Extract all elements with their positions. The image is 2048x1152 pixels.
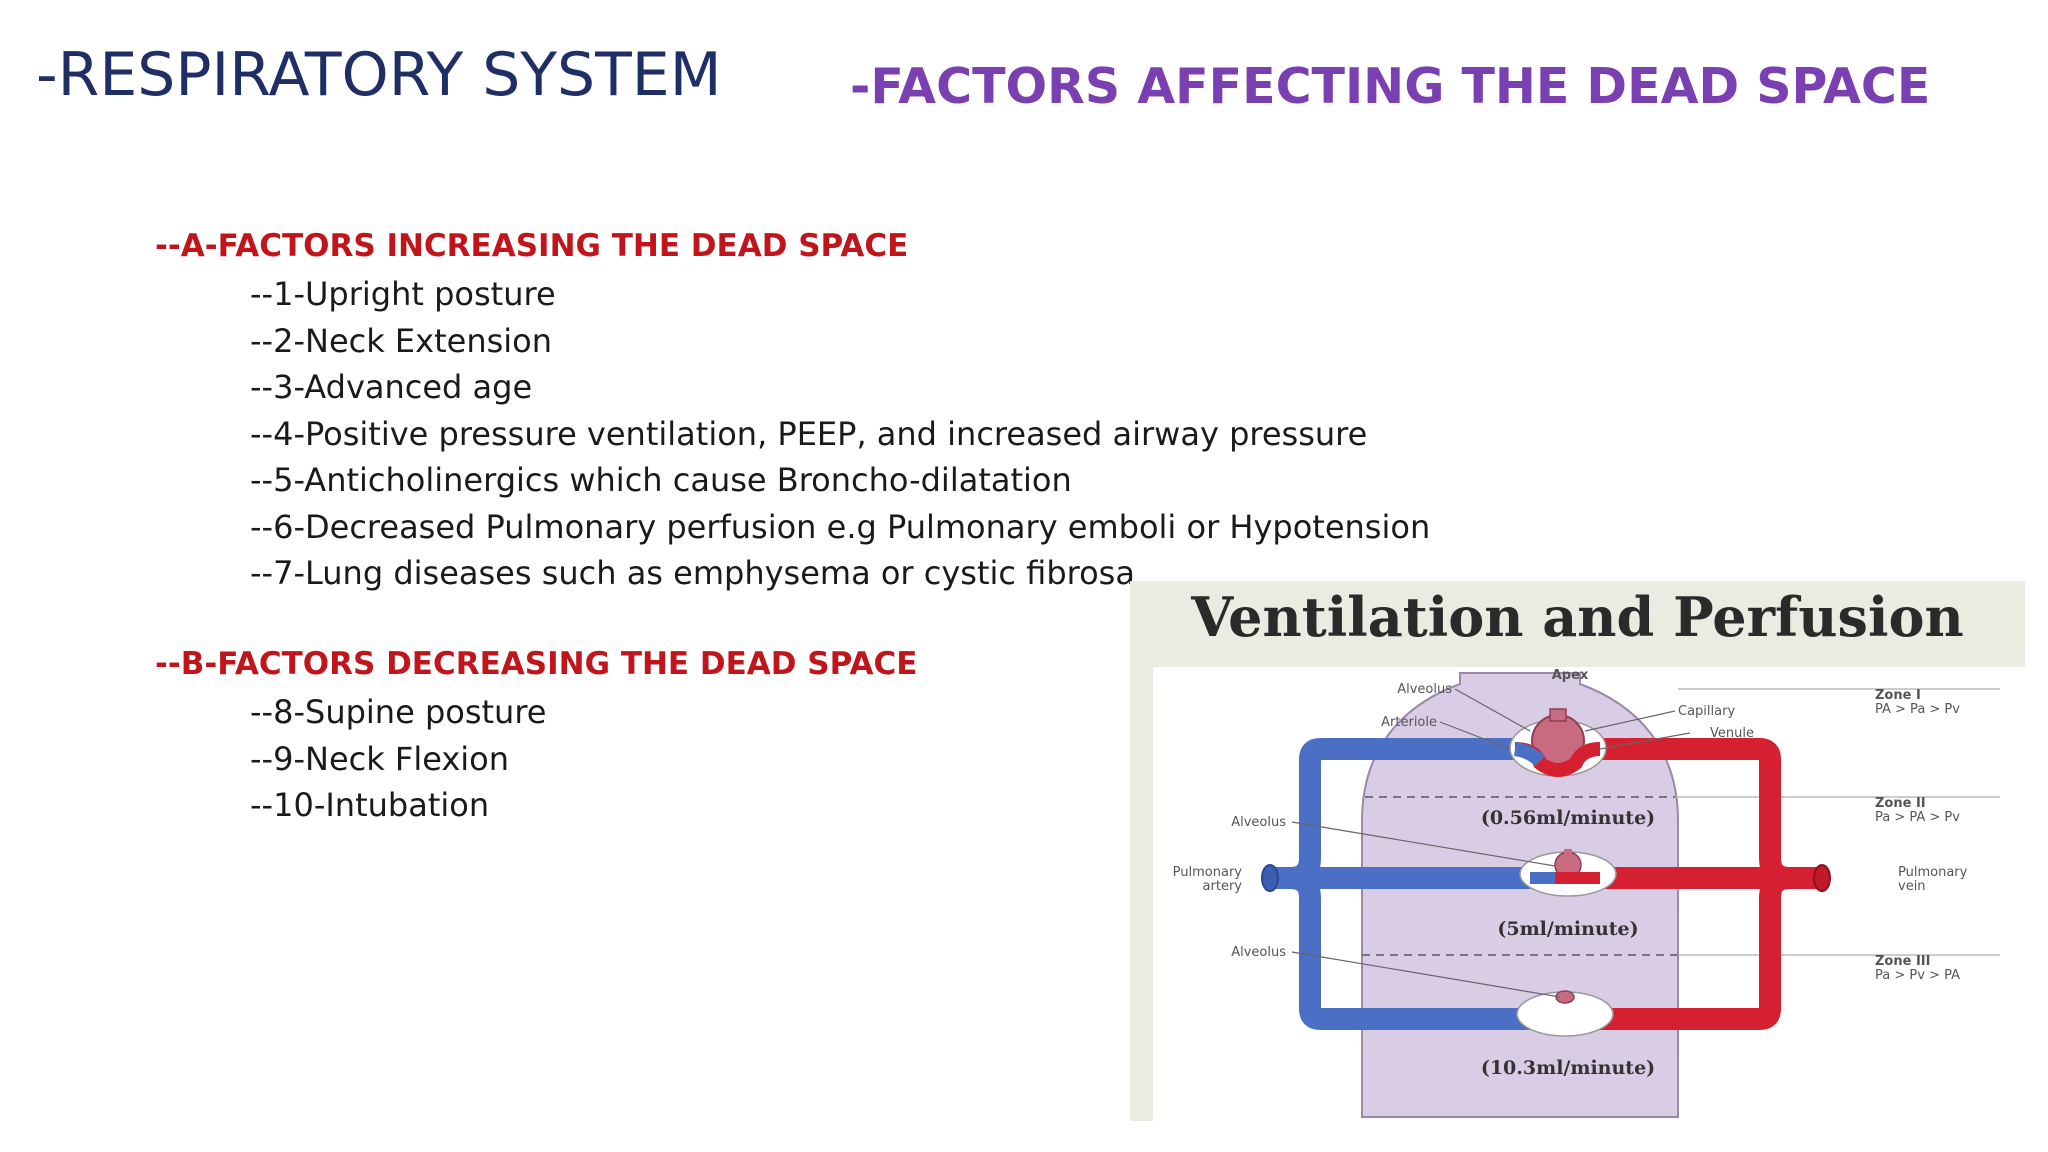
label-alveolus-top: Alveolus [1397, 682, 1452, 697]
zone-2-name: Zone II [1875, 796, 1926, 811]
label-apex: Apex [1552, 668, 1589, 683]
label-pulmonary-vein-2: vein [1898, 879, 1926, 894]
slide-title: -RESPIRATORY SYSTEM [36, 40, 722, 110]
label-pulmonary-artery-2: artery [1203, 879, 1243, 894]
zone-2-relation: Pa > PA > Pv [1875, 810, 1960, 825]
label-capillary: Capillary [1678, 704, 1735, 719]
list-item: --10-Intubation [250, 786, 490, 824]
list-item: --4-Positive pressure ventilation, PEEP,… [250, 414, 1368, 453]
list-item: --9-Neck Flexion [250, 739, 510, 778]
list-item: --6-Decreased Pulmonary perfusion e.g Pu… [250, 507, 1431, 546]
list-item: --3-Advanced age [250, 368, 533, 406]
flow-zone-1: (0.56ml/minute) [1481, 807, 1655, 829]
alveolus-low [1516, 990, 1614, 1037]
list-item: --7-Lung diseases such as emphysema or c… [250, 554, 1135, 592]
zone-1-name: Zone I [1875, 688, 1921, 703]
label-venule: Venule [1710, 726, 1754, 741]
arterial-vessels [1270, 738, 1560, 1030]
zone-1-relation: PA > Pa > Pv [1875, 702, 1960, 717]
section-b-heading: --B-FACTORS DECREASING THE DEAD SPACE [155, 646, 918, 682]
zone-3-relation: Pa > Pv > PA [1875, 968, 1960, 983]
flow-zone-3: (10.3ml/minute) [1481, 1057, 1655, 1079]
label-pulmonary-vein-1: Pulmonary [1898, 865, 1968, 880]
diagram-title: Ventilation and Perfusion [1191, 585, 1964, 649]
section-a-heading: --A-FACTORS INCREASING THE DEAD SPACE [155, 228, 909, 264]
label-arteriole: Arteriole [1381, 715, 1437, 730]
zone-3-name: Zone III [1875, 954, 1930, 969]
ventilation-perfusion-diagram: Ventilation and Perfusion [1130, 581, 2025, 1121]
label-pulmonary-artery-1: Pulmonary [1173, 865, 1243, 880]
list-item: --8-Supine posture [250, 693, 547, 731]
pulmonary-vein-end [1813, 864, 1831, 892]
pulmonary-artery-end [1261, 864, 1279, 892]
list-item: --1-Upright posture [250, 275, 556, 313]
label-alveolus-mid: Alveolus [1231, 815, 1286, 830]
section-a-list: --1-Upright posture --2-Neck Extension -… [250, 271, 1430, 597]
label-alveolus-low: Alveolus [1231, 945, 1286, 960]
section-b-list: --8-Supine posture --9-Neck Flexion --10… [250, 689, 546, 829]
list-item: --5-Anticholinergics which cause Broncho… [250, 461, 1072, 499]
list-item: --2-Neck Extension [250, 321, 553, 360]
diagram-illustration: Apex Alveolus Arteriole Capillary Venule… [1173, 668, 2000, 1118]
slide-subtitle: -FACTORS AFFECTING THE DEAD SPACE [850, 58, 1931, 115]
venous-vessels [1590, 738, 1820, 1030]
flow-zone-2: (5ml/minute) [1497, 918, 1638, 940]
